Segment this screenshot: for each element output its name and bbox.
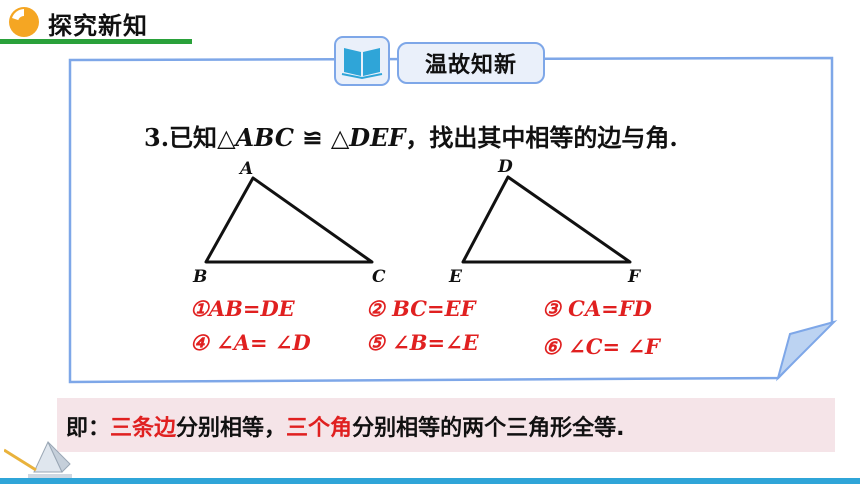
book-icon — [334, 36, 390, 86]
vertex-d: D — [497, 157, 513, 177]
page-title: 探究新知 — [48, 12, 148, 40]
triangle-right — [461, 175, 632, 264]
pie-chart-icon — [9, 7, 39, 37]
triangle-left — [204, 176, 374, 264]
vertex-e: E — [448, 267, 463, 287]
question-suffix: ，找出其中相等的边与角. — [405, 123, 678, 152]
answer-6: ⑥ ∠C= ∠F — [542, 334, 660, 359]
header-underline — [0, 39, 192, 44]
question-prefix: 3.已知 — [144, 123, 218, 152]
answer-4: ④ ∠A= ∠D — [190, 330, 311, 355]
conclusion-text: 即：三条边分别相等，三个角分别相等的两个三角形全等. — [66, 410, 624, 442]
answer-5: ⑤ ∠B=∠E — [366, 330, 479, 355]
conclusion-mid1: 分别相等， — [176, 416, 287, 441]
vertex-b: B — [192, 267, 207, 287]
vertex-c: C — [372, 267, 386, 287]
conclusion-angles: 三个角 — [286, 416, 353, 441]
conclusion-end: 分别相等的两个三角形全等. — [352, 416, 625, 441]
section-badge: 温故知新 — [397, 42, 545, 84]
pyramid-icon — [4, 440, 72, 480]
footer-bar — [0, 478, 860, 484]
congruent-symbol: ≌ — [293, 123, 331, 152]
question-text: 3.已知△ABC ≌ △DEF，找出其中相等的边与角. — [144, 118, 678, 153]
badge-label: 温故知新 — [424, 53, 517, 78]
answer-2: ② BC=EF — [366, 296, 476, 321]
answer-1: ①AB=DE — [190, 296, 295, 321]
triangle-def: △DEF — [330, 123, 406, 152]
conclusion-sides: 三条边 — [110, 416, 177, 441]
vertex-a: A — [238, 159, 253, 179]
vertex-f: F — [627, 267, 642, 287]
conclusion-box — [57, 398, 835, 452]
conclusion-lead: 即： — [66, 416, 111, 441]
answer-3: ③ CA=FD — [542, 296, 652, 321]
triangle-abc: △ABC — [217, 123, 294, 152]
